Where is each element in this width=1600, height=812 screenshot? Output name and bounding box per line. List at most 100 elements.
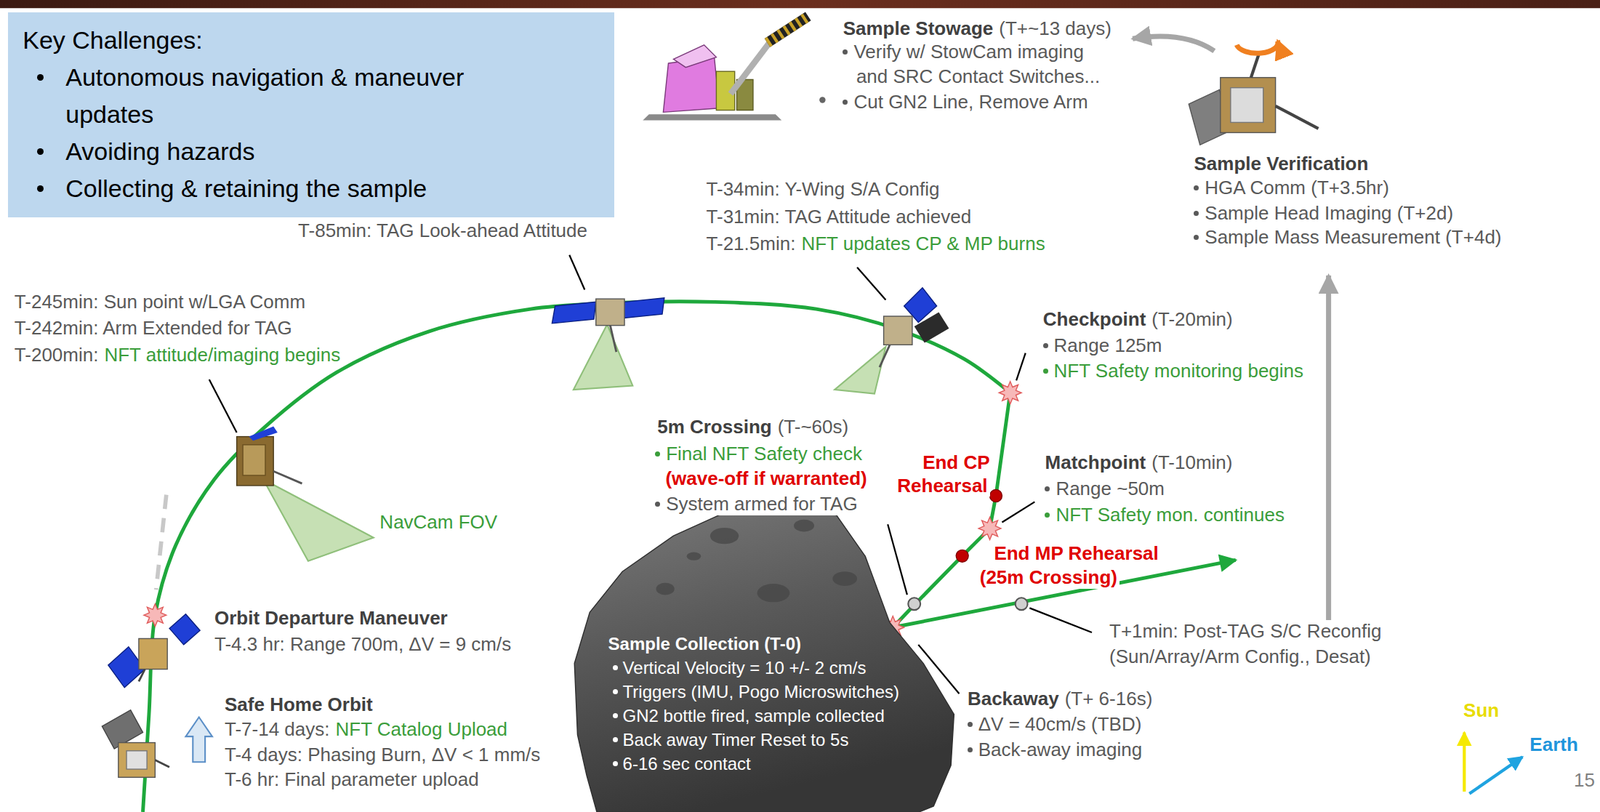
bullet-dot [1193,185,1199,191]
event-starburst [998,381,1022,405]
rehearsal-dot [990,489,1003,503]
annotation-line: T-7-14 days:NFT Catalog Upload [222,718,510,741]
spacecraft-departure [169,614,200,645]
annotation-line: NavCam FOV [377,511,500,534]
bullet-dot [37,185,44,192]
annotation-line: Back-away imaging [967,738,1145,762]
annotation-text: T-7-14 days: [222,718,333,741]
annotation-text: End CP Rehearsal [897,451,990,496]
annotation-line: T-34min: Y-Wing S/A Config [704,178,943,201]
annotation-line: Backaway(T+ 6-16s) [965,687,1155,711]
bullet-dot [967,721,973,727]
spacecraft-ywing [834,346,886,395]
event-starburst [998,381,1022,405]
direction-label: Earth [1527,733,1580,757]
annotation-line: T+1min: Post-TAG S/C Reconfig [1107,620,1384,643]
spacecraft-navcam [249,426,278,442]
bullet-dot [1193,234,1199,240]
leader-line [1029,607,1092,633]
annotation-line: (wave-off if warranted) [662,467,869,490]
bullet-dot [1043,368,1049,374]
box-heading-row: Key Challenges: [22,21,600,59]
asteroid-shape: Sample Collection (T-0)Vertical Velocity… [571,495,959,812]
annotation-line: End MP Rehearsal [991,542,1161,565]
rock-heading-row: Sample Collection (T-0) [608,631,900,656]
annotation-line: Sample Head Imaging (T+2d) [1193,202,1456,225]
bullet-dot [654,501,661,507]
annotation-line: T-31min: TAG Attitude achieved [704,205,975,229]
bullet-row: Avoiding hazards [22,133,600,171]
annotation-text: T-4 days: Phasing Burn, ΔV < 1 mm/s [222,743,543,767]
asteroid-body [574,497,954,812]
annotation-text: T-242min: Arm Extended for TAG [12,316,295,340]
crossing-marker [1015,597,1028,610]
leader-line [857,267,886,301]
annotation-text: NFT Safety mon. continues [1053,503,1287,527]
annotation-text: Final NFT Safety check [663,442,865,466]
bullet-dot [1043,343,1049,349]
annotation-text: ΔV = 40cm/s (TBD) [976,713,1145,736]
annotation-text: Range ~50m [1053,477,1167,501]
bullet-dot [612,689,618,695]
annotation-line: Final NFT Safety check [654,442,865,466]
annotation-text: T-6 hr: Final parameter upload [222,768,482,791]
stowage-illustration [642,114,782,120]
spacecraft-verification [1188,40,1318,145]
rock-bullet-row: 6-16 sec contact [608,751,900,776]
annotation-line: System armed for TAG [654,492,860,516]
annotation-line: T-85min: TAG Look-ahead Attitude [295,219,590,243]
annotation-line: Safe Home Orbit [222,693,376,717]
rock-bullet-row: GN2 bottle fired, sample collected [608,703,900,728]
annotation-text: Cut GN2 Line, Remove Arm [851,90,1090,114]
spacecraft-lookahead [609,325,616,352]
spacecraft-verification [1230,87,1264,123]
annotation-line: (Sun/Array/Arm Config., Desat) [1107,645,1374,669]
leader-line [1001,501,1035,522]
event-starburst [143,604,167,627]
collection-bullet: Vertical Velocity = 10 +/- 2 cm/s [622,657,867,678]
bullet-text: Autonomous navigation & maneuver updates [65,58,531,134]
spacecraft-ywing [879,344,890,368]
annotation-text: Sample Mass Measurement (T+4d) [1202,226,1504,249]
rock-bullet-row: Vertical Velocity = 10 +/- 2 cm/s [608,655,900,680]
stowage-illustration [673,45,717,68]
crossing-marker [907,597,1028,610]
bullet-dot [37,148,44,155]
bullet-text: Avoiding hazards [65,133,531,171]
stowage-illustration [767,15,809,43]
annotation-text: (wave-off if warranted) [662,467,869,490]
annotation-text: End MP Rehearsal [991,542,1161,565]
annotation-line: T-200min:NFT attitude/imaging begins [12,343,343,367]
annotation-text: and SRC Contact Switches... [854,65,1103,88]
annotation-line: HGA Comm (T+3.5hr) [1193,176,1392,200]
spacecraft-home [118,742,156,778]
annotation-line: Checkpoint(T-20min) [1040,308,1236,331]
spacecraft-departure [108,614,200,688]
collection-bullet: GN2 bottle fired, sample collected [622,705,885,726]
annotation-line: Cut GN2 Line, Remove Arm [842,90,1090,114]
stowage-illustration [819,96,826,103]
annotation-line: Earth [1527,733,1580,757]
collection-bullet: Triggers (IMU, Pogo Microswitches) [622,681,900,702]
spacecraft-verification [1251,53,1260,78]
asteroid-text-block: Sample Collection (T-0)Vertical Velocity… [608,631,900,776]
boulder [832,571,858,586]
spacecraft-lookahead [596,298,625,325]
annotation-text: NavCam FOV [377,511,500,534]
annotation-line: (25m Crossing) [977,566,1120,589]
spacecraft-verification [1275,106,1319,129]
annotation-text: NFT updates CP & MP burns [798,232,1047,256]
title-strip [0,0,1600,8]
spacecraft-home [126,750,147,770]
annotation-text: T-34min: Y-Wing S/A Config [704,178,943,201]
rock-bullet-row: Back away Timer Reset to 5s [608,727,900,752]
stowage-illustration [642,15,826,120]
annotation-line: NFT Safety monitoring begins [1043,359,1306,383]
spacecraft-home [101,710,170,778]
crossing-marker [907,597,921,610]
annotation-text: NFT Catalog Upload [333,718,511,741]
annotation-line: Verify w/ StowCam imaging [842,40,1086,64]
annotation-line: and SRC Contact Switches... [854,65,1103,88]
bullet-dot [967,747,973,753]
